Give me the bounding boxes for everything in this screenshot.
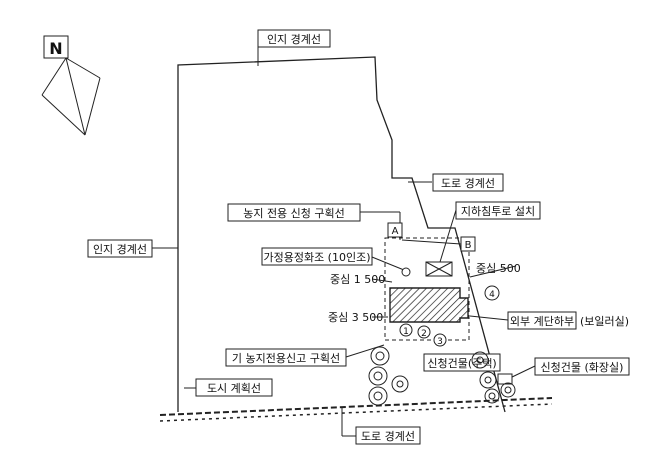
svg-text:1: 1 [403, 327, 409, 337]
marker-circle-4: 4 [484, 285, 500, 301]
label-city-plan: 도시 계획선 [207, 382, 261, 395]
toilet-building-symbol [497, 373, 513, 385]
label-box-building-house [423, 353, 501, 372]
dim-center-2: 중심 3 500 [328, 311, 383, 324]
road-boundary-line [159, 397, 553, 422]
label-building-toilet: 신청건물 (화장실) [541, 361, 624, 374]
applied-building-house [389, 287, 469, 323]
marker-circle-3: 3 [433, 333, 447, 347]
marker-b: B [465, 240, 472, 251]
marker-circle-1: 1 [399, 323, 413, 337]
label-adjacent-left: 인지 경계선 [93, 243, 147, 256]
label-external-stair: 외부 계단하부 [510, 314, 574, 328]
label-adjacent-top: 인지 경계선 [267, 33, 321, 46]
label-box-adjacent-left [87, 239, 153, 258]
svg-text:2: 2 [421, 329, 427, 339]
marker-a: A [392, 226, 399, 237]
plot-area-dashed [384, 237, 470, 341]
marker-circle-2: 2 [417, 325, 431, 339]
dim-center-3: 중심 500 [476, 262, 521, 275]
north-arrow-icon: N [41, 35, 101, 136]
lot-boundary [177, 56, 506, 413]
label-box-road-bottom [355, 426, 421, 445]
label-road-bottom: 도로 경계선 [361, 430, 415, 443]
label-box-existing-farm [225, 348, 347, 367]
label-purification: 가정용정화조 (10인조) [263, 251, 370, 264]
label-box-road-right [432, 173, 504, 192]
dim-center-1: 중심 1 500 [330, 273, 385, 286]
marker-a-box [387, 222, 403, 238]
label-box-adjacent-top [257, 29, 331, 48]
label-existing-farm: 기 농지전용신고 구획선 [232, 352, 340, 365]
label-road-right: 도로 경계선 [441, 177, 495, 190]
label-box-external-stair [507, 311, 577, 330]
label-external-stair-note: (보일러실) [580, 314, 629, 328]
svg-text:3: 3 [437, 337, 443, 347]
label-box-purification [261, 247, 373, 266]
label-building-house: 신청건물(주택) [427, 357, 496, 370]
purification-symbol [401, 267, 411, 277]
north-label: N [49, 39, 62, 58]
label-septic: 지하침투로 설치 [461, 204, 535, 218]
label-farm-plot: 농지 전용 신청 구획선 [243, 207, 345, 220]
svg-text:4: 4 [489, 290, 495, 300]
shrubs [368, 346, 516, 406]
